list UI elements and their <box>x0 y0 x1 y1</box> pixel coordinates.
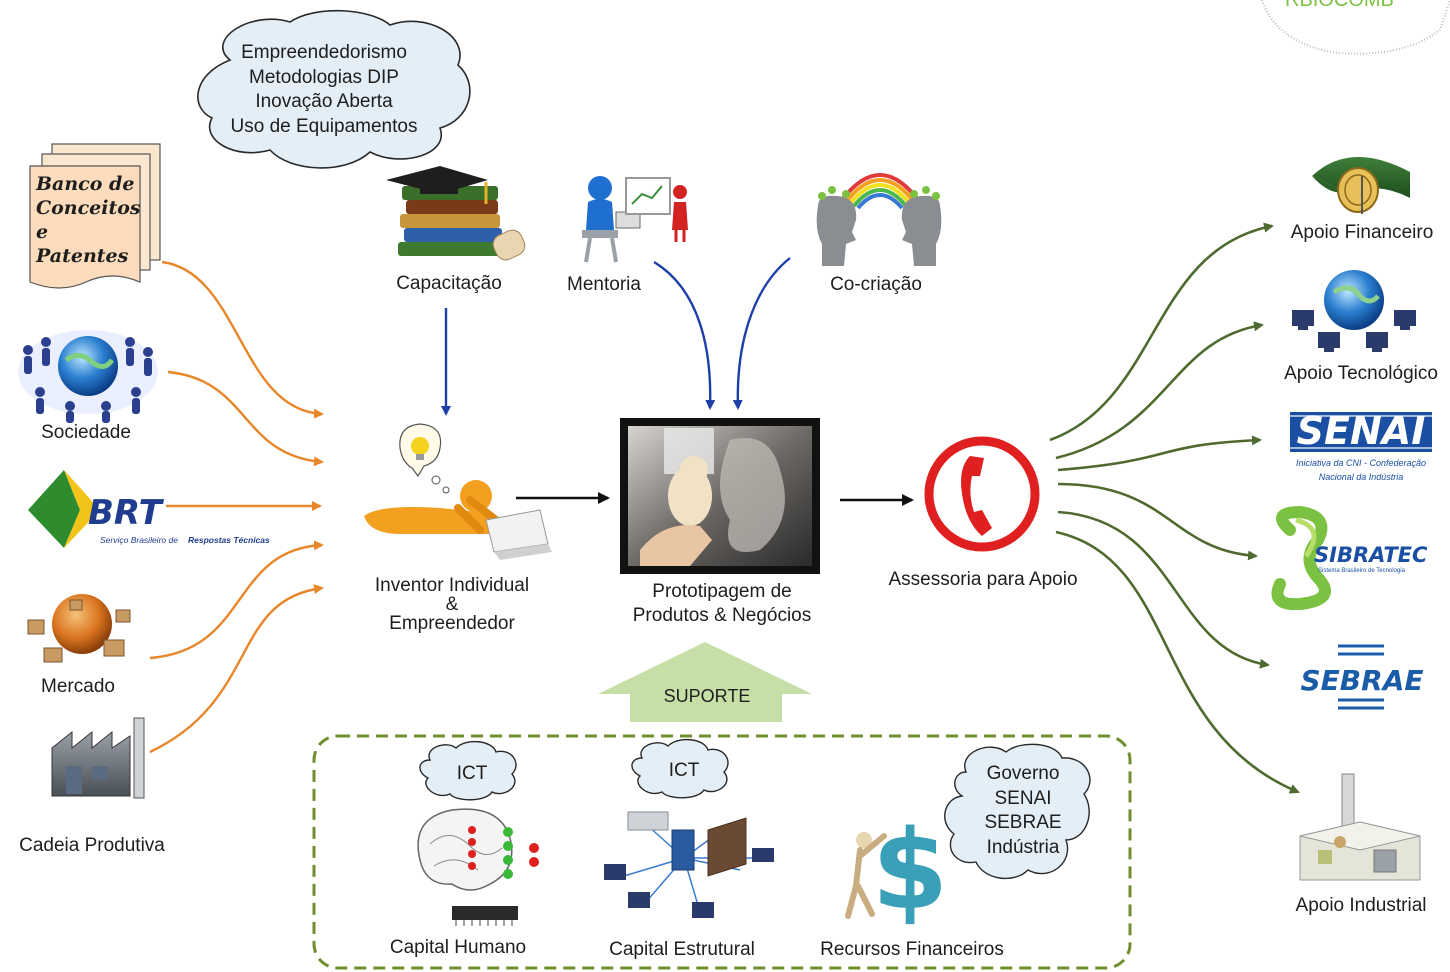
capital-estrutural-label: Capital Estrutural <box>609 939 755 960</box>
cloud-top-text: Empreendedorismo Metodologias DIP Inovaç… <box>214 41 434 139</box>
sibratec-logo: SIBRATEC Sistema Brasileiro de Tecnologi… <box>1271 505 1428 611</box>
sociedade-icon <box>18 330 158 423</box>
ict-cloud-2 <box>631 739 729 799</box>
prototipagem-label: Prototipagem de Produtos & Negócios <box>612 580 832 628</box>
cadeia-produtiva-icon <box>51 717 145 799</box>
mercado-icon <box>27 594 131 663</box>
prototipagem-line-2: Produtos & Negócios <box>632 605 812 626</box>
brt-logo-text: BRT <box>88 493 165 533</box>
apoio-industrial-icon <box>1299 773 1421 881</box>
brt-tagline-prefix: Serviço Brasileiro de <box>100 535 178 545</box>
cocriacao-label: Co-criação <box>830 274 922 295</box>
cloud-top <box>197 9 471 169</box>
governo-cloud-text: Governo SENAI SEBRAE Indústria <box>966 762 1080 860</box>
inventor-line-3: Empreendedor <box>389 613 515 634</box>
mercado-label: Mercado <box>41 676 115 697</box>
cadeia-produtiva-label: Cadeia Produtiva <box>19 835 165 856</box>
phone-icon <box>924 436 1040 552</box>
capacitacao-icon <box>386 166 526 261</box>
banco-line-2: Conceitos <box>36 197 141 219</box>
sibratec-tagline: Sistema Brasileiro de Tecnologia <box>1318 568 1406 574</box>
governo-line-2: SENAI <box>994 787 1052 809</box>
ict-label-1: ICT <box>456 763 488 784</box>
brt-tagline-bold: Respostas Técnicas <box>188 535 270 545</box>
capital-humano-label: Capital Humano <box>389 937 527 958</box>
cloud-top-line-3: Inovação Aberta <box>255 91 393 112</box>
corner-logo: RBIOCOMB <box>1261 0 1450 55</box>
apoio-tecnologico-icon <box>1292 270 1416 352</box>
brt-logo: BRT Serviço Brasileiro de Respostas Técn… <box>28 470 270 548</box>
senai-logo-text: SENAI <box>1297 409 1426 453</box>
cocriacao-icon <box>816 173 942 266</box>
inventor-line-2: & <box>445 594 459 615</box>
mentoria-label: Mentoria <box>567 274 641 295</box>
ict-cloud-1 <box>419 741 517 801</box>
corner-logo-text: RBIOCOMB <box>1285 0 1394 11</box>
senai-tagline-1: Iniciativa da CNI - Confederação <box>1296 458 1426 468</box>
senai-tagline-2: Nacional da Indústria <box>1319 472 1404 482</box>
apoio-tecnologico-label: Apoio Tecnológico <box>1284 363 1438 384</box>
suporte-arrow <box>598 642 812 722</box>
banco-conceitos-icon <box>29 143 161 289</box>
capital-estrutural-icon <box>604 811 774 918</box>
recursos-financeiros-label: Recursos Financeiros <box>820 939 1004 960</box>
apoio-industrial-label: Apoio Industrial <box>1295 895 1427 916</box>
governo-line-4: Indústria <box>986 836 1060 858</box>
dollar-sign-icon: $ <box>872 806 949 934</box>
mentoria-icon <box>582 176 688 263</box>
suporte-box <box>312 734 1132 970</box>
sebrae-logo-text: SEBRAE <box>1301 664 1424 697</box>
input-arrows <box>441 257 791 416</box>
inventor-icon <box>364 423 552 560</box>
flow-arrows <box>516 492 914 506</box>
senai-logo: SENAI Iniciativa da CNI - Confederação N… <box>1290 409 1432 482</box>
recursos-financeiros-icon: $ <box>845 806 949 934</box>
capacitacao-label: Capacitação <box>396 273 502 294</box>
prototipagem-photo <box>620 418 820 574</box>
assessoria-label: Assessoria para Apoio <box>888 569 1078 590</box>
sebrae-logo: SEBRAE <box>1301 644 1424 710</box>
source-arrows <box>149 260 324 754</box>
apoio-financeiro-label: Apoio Financeiro <box>1290 222 1434 243</box>
suporte-label: SUPORTE <box>663 686 751 706</box>
sibratec-logo-text: SIBRATEC <box>1314 543 1428 567</box>
banco-conceitos-label: Banco de Conceitos e Patentes <box>36 172 141 268</box>
banco-line-3: e Patentes <box>36 221 129 267</box>
cloud-top-line-4: Uso de Equipamentos <box>230 115 418 137</box>
governo-cloud <box>944 743 1091 880</box>
cloud-top-line-2: Metodologias DIP <box>249 66 399 88</box>
output-arrows <box>1049 222 1300 794</box>
inventor-label: Inventor Individual & Empreendedor <box>356 576 548 633</box>
inventor-line-1: Inventor Individual <box>374 575 530 596</box>
ict-label-2: ICT <box>668 760 700 781</box>
capital-humano-icon <box>417 808 539 926</box>
sociedade-label: Sociedade <box>41 422 131 443</box>
prototipagem-line-1: Prototipagem de <box>652 581 792 602</box>
apoio-financeiro-icon <box>1312 156 1410 214</box>
governo-line-1: Governo <box>986 763 1060 784</box>
governo-line-3: SEBRAE <box>984 812 1062 833</box>
banco-line-1: Banco de <box>36 173 135 195</box>
cloud-top-line-1: Empreendedorismo <box>241 42 407 63</box>
